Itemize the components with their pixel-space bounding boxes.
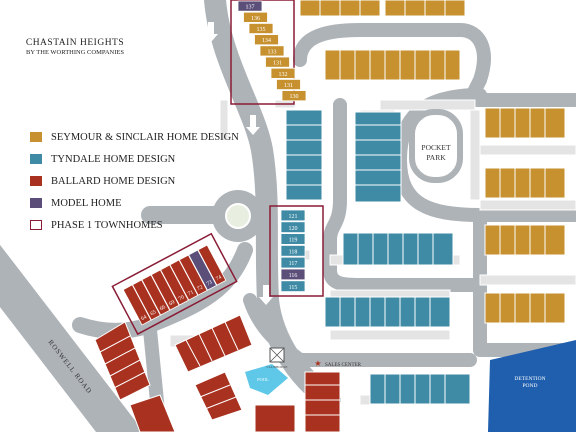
lot-120: 120 bbox=[280, 221, 306, 234]
lot-64: 64 bbox=[122, 284, 152, 326]
legend-item: BALLARD HOME DESIGN bbox=[30, 170, 239, 192]
legend-swatch bbox=[30, 220, 42, 230]
lot-number: 135 bbox=[257, 27, 266, 33]
phase1-group-top: 137 136 135 134 133 131 132 131 130 bbox=[230, 0, 307, 105]
arrow-down-icon-3 bbox=[259, 285, 273, 305]
upper-loop-road bbox=[293, 23, 491, 107]
legend-item: PHASE 1 TOWNHOMES bbox=[30, 214, 239, 236]
lot-number: 131 bbox=[284, 83, 293, 89]
lot-115: 115 bbox=[280, 280, 306, 292]
legend-label: PHASE 1 TOWNHOMES bbox=[51, 219, 163, 231]
legend-item: TYNDALE HOME DESIGN bbox=[30, 148, 239, 170]
lot-number: 134 bbox=[262, 38, 271, 44]
sales-center-label: SALES CENTER bbox=[325, 363, 362, 368]
lot-number: 130 bbox=[290, 94, 299, 100]
lot-number: 115 bbox=[289, 285, 298, 291]
legend-label: SEYMOUR & SINCLAIR HOME DESIGN bbox=[51, 131, 239, 143]
lot-number: 137 bbox=[246, 5, 255, 11]
lot-74: 74 bbox=[197, 244, 227, 286]
map-subtitle: BY THE WORTHING COMPANIES bbox=[25, 49, 125, 56]
lot-131: 131 bbox=[276, 79, 301, 91]
arrow-down-icon bbox=[204, 22, 218, 42]
map-title: CHASTAIN HEIGHTS bbox=[25, 38, 125, 48]
park-label-line2: PARK bbox=[426, 153, 446, 162]
lot-number: 69 bbox=[168, 299, 176, 307]
clubhouse-label: CLUBHOUSE bbox=[266, 365, 287, 369]
pool-clubhouse: POOL CLUBHOUSE bbox=[245, 347, 288, 395]
title-block: CHASTAIN HEIGHTS BY THE WORTHING COMPANI… bbox=[0, 38, 150, 56]
arrow-up-icon bbox=[56, 282, 70, 300]
legend-label: BALLARD HOME DESIGN bbox=[51, 175, 176, 187]
lot-number: 74 bbox=[215, 274, 223, 282]
lot-number: 66 bbox=[159, 304, 167, 312]
legend-item: SEYMOUR & SINCLAIR HOME DESIGN bbox=[30, 126, 239, 148]
arrow-down-icon-2 bbox=[246, 115, 260, 135]
bottom-road bbox=[243, 293, 307, 367]
pocket-park: POCKET PARK bbox=[409, 109, 463, 183]
lot-134: 134 bbox=[254, 34, 279, 46]
lot-number: 65 bbox=[150, 309, 158, 317]
lot-130: 130 bbox=[281, 90, 307, 102]
gold-lot-dividers bbox=[319, 0, 546, 323]
lot-number: 64 bbox=[140, 314, 148, 322]
lot-number: 118 bbox=[289, 249, 298, 255]
blue-lot-dividers bbox=[286, 124, 446, 404]
red-lot-dividers bbox=[99, 321, 340, 416]
lot-65: 65 bbox=[132, 279, 161, 321]
lot-number: 131 bbox=[273, 61, 282, 67]
lot-number: 116 bbox=[289, 273, 298, 279]
legend-swatch bbox=[30, 132, 42, 142]
legend-swatch bbox=[30, 176, 42, 186]
lot-number: 133 bbox=[268, 49, 277, 55]
lot-number: 117 bbox=[289, 261, 298, 267]
legend-label: TYNDALE HOME DESIGN bbox=[51, 153, 176, 165]
lot-number: 119 bbox=[289, 238, 298, 244]
roswell-road bbox=[0, 244, 139, 432]
lot-121: 121 bbox=[280, 209, 306, 222]
park-label-line1: POCKET bbox=[421, 143, 451, 152]
detention-label-line1: DETENTION bbox=[514, 376, 545, 382]
lot-133: 133 bbox=[259, 45, 285, 57]
lot-72: 72 bbox=[178, 254, 208, 296]
sales-center-star-icon: ★ bbox=[314, 359, 321, 368]
sales-center: ★ SALES CENTER bbox=[314, 359, 361, 368]
lot-131: 131 bbox=[265, 56, 290, 68]
lot-132: 132 bbox=[270, 67, 296, 79]
lot-117: 117 bbox=[280, 256, 306, 269]
detention-label-line2: POND bbox=[523, 383, 538, 389]
direction-arrows bbox=[56, 22, 273, 305]
lot-116: 116 bbox=[280, 268, 306, 281]
lot-number: 73 bbox=[206, 279, 214, 287]
legend-label: MODEL HOME bbox=[51, 197, 122, 209]
detention-pond: DETENTION POND bbox=[488, 340, 576, 432]
lot-number: 132 bbox=[279, 72, 288, 78]
lot-number: 120 bbox=[289, 226, 298, 232]
lot-137: 137 bbox=[237, 0, 263, 12]
legend-swatch bbox=[30, 198, 42, 208]
lot-number: 71 bbox=[187, 289, 195, 297]
lot-number: 70 bbox=[178, 294, 186, 302]
legend: SEYMOUR & SINCLAIR HOME DESIGN TYNDALE HO… bbox=[30, 126, 239, 236]
lot-135: 135 bbox=[248, 22, 274, 34]
lot-73: 73 bbox=[188, 249, 218, 291]
lot-number: 121 bbox=[289, 214, 298, 220]
pool-label: POOL bbox=[257, 377, 269, 382]
lot-119: 119 bbox=[280, 233, 306, 245]
roundabout bbox=[212, 190, 264, 242]
sw-road bbox=[72, 242, 253, 339]
lot-number: 72 bbox=[196, 284, 204, 292]
lot-136: 136 bbox=[243, 11, 268, 23]
lot-number: 136 bbox=[251, 16, 260, 22]
legend-swatch bbox=[30, 154, 42, 164]
lot-118: 118 bbox=[280, 244, 306, 257]
legend-item: MODEL HOME bbox=[30, 192, 239, 214]
phase1-group-mid: 121 120 119 118 117 116 115 bbox=[269, 205, 324, 297]
